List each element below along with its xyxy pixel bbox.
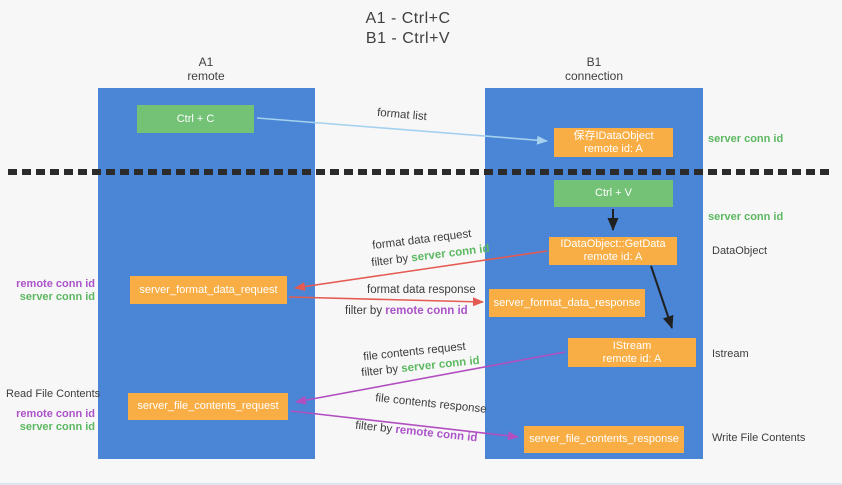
column-a1-subtitle: remote bbox=[187, 69, 225, 83]
istream-label: Istream bbox=[712, 348, 749, 360]
right-server-conn-id-top: server conn id bbox=[708, 133, 784, 145]
node-istream-line2: remote id: A bbox=[602, 352, 662, 365]
title-line-2: B1 - Ctrl+V bbox=[365, 30, 451, 47]
node-server-file-contents-request-label: server_file_contents_request bbox=[137, 400, 279, 412]
label-format-list: format list bbox=[376, 106, 428, 124]
filter-by-text: filter by bbox=[360, 363, 402, 380]
column-b1-id: B1 bbox=[586, 55, 602, 69]
node-istream: IStream remote id: A bbox=[568, 338, 696, 367]
node-server-format-data-response: server_format_data_response bbox=[489, 289, 645, 317]
filter-by-text: filter by bbox=[370, 252, 413, 270]
filter-by-text: filter by bbox=[345, 305, 386, 317]
node-server-file-contents-response-label: server_file_contents_response bbox=[529, 433, 679, 445]
label-filter-by-remote-conn-id-2: filter by remote conn id bbox=[355, 420, 478, 445]
node-server-format-data-request: server_format_data_request bbox=[130, 276, 287, 304]
remote-conn-id-label: remote conn id bbox=[16, 278, 95, 290]
node-istream-line1: IStream bbox=[612, 339, 652, 352]
filter-by-text: filter by bbox=[354, 419, 397, 436]
server-conn-id-label: server conn id bbox=[19, 421, 95, 433]
node-ctrl-v: Ctrl + V bbox=[554, 180, 673, 207]
server-conn-id-text: server conn id bbox=[410, 242, 491, 265]
column-a1-id: A1 bbox=[198, 55, 214, 69]
column-header-b1: B1 connection bbox=[534, 55, 654, 83]
node-save-idataobject-line1: 保存IDataObject bbox=[573, 129, 654, 142]
diagram-title: A1 - Ctrl+C B1 - Ctrl+V bbox=[308, 9, 508, 49]
session-divider-line bbox=[8, 169, 834, 175]
node-server-file-contents-request: server_file_contents_request bbox=[128, 393, 288, 420]
remote-conn-id-text: remote conn id bbox=[394, 423, 478, 445]
bottom-edge-line bbox=[0, 483, 842, 485]
column-b1-subtitle: connection bbox=[564, 69, 624, 83]
server-conn-id-label: server conn id bbox=[19, 291, 95, 303]
node-idataobject-getdata-line1: IDataObject::GetData bbox=[560, 238, 666, 250]
remote-conn-id-text: remote conn id bbox=[385, 305, 468, 317]
label-format-data-response: format data response bbox=[367, 284, 476, 296]
node-idataobject-getdata-line2: remote id: A bbox=[583, 251, 643, 263]
node-idataobject-getdata: IDataObject::GetData remote id: A bbox=[549, 237, 677, 265]
node-ctrl-v-label: Ctrl + V bbox=[595, 187, 632, 199]
read-file-contents-label: Read File Contents bbox=[6, 388, 101, 400]
dataobject-label: DataObject bbox=[712, 245, 768, 257]
node-server-file-contents-response: server_file_contents_response bbox=[524, 426, 684, 453]
title-line-1: A1 - Ctrl+C bbox=[365, 10, 451, 27]
remote-conn-id-label: remote conn id bbox=[16, 408, 95, 420]
node-ctrl-c: Ctrl + C bbox=[137, 105, 254, 133]
right-server-conn-id-mid: server conn id bbox=[708, 211, 784, 223]
node-save-idataobject: 保存IDataObject remote id: A bbox=[554, 128, 673, 157]
column-header-a1: A1 remote bbox=[146, 55, 266, 83]
label-file-contents-response: file contents response bbox=[374, 392, 488, 416]
node-save-idataobject-line2: remote id: A bbox=[584, 142, 643, 155]
arrow-format-data-response bbox=[288, 296, 484, 307]
node-ctrl-c-label: Ctrl + C bbox=[176, 112, 215, 125]
label-filter-by-remote-conn-id-1: filter by remote conn id bbox=[345, 305, 468, 317]
left-conn-id-pair-file: remote conn id server conn id bbox=[13, 408, 95, 434]
node-server-format-data-response-label: server_format_data_response bbox=[493, 296, 641, 309]
node-server-format-data-request-label: server_format_data_request bbox=[139, 283, 278, 296]
write-file-contents-label: Write File Contents bbox=[712, 432, 806, 444]
left-conn-id-pair-format: remote conn id server conn id bbox=[13, 278, 95, 304]
